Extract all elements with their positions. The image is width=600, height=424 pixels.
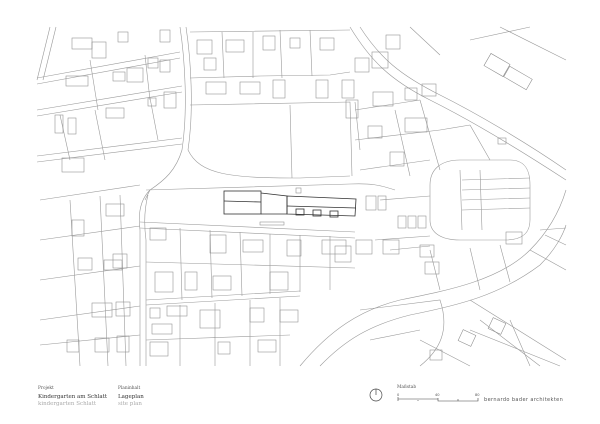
project-subtitle: kindergarten Schlatt bbox=[38, 401, 97, 408]
office-name: bernardo bader architekten bbox=[484, 397, 564, 403]
shed bbox=[295, 187, 302, 194]
plan-content-subtitle: site plan bbox=[118, 401, 142, 408]
parking-strip bbox=[259, 221, 285, 226]
proposed-kindergarten-building bbox=[223, 190, 357, 218]
parcel-lines bbox=[39, 29, 567, 367]
project-label: Projekt bbox=[38, 386, 54, 391]
scale-tick-40: 40 bbox=[435, 393, 440, 397]
plan-content-block: Planinhalt Lageplan site plan bbox=[118, 386, 144, 408]
scale-tick-80: 80 bbox=[475, 393, 480, 397]
scale-label: Maßstab bbox=[397, 385, 417, 390]
north-arrow-icon bbox=[369, 388, 383, 402]
roads bbox=[36, 26, 567, 367]
plan-content-label: Planinhalt bbox=[118, 386, 141, 391]
existing-buildings bbox=[54, 29, 533, 361]
scale-bar bbox=[397, 397, 479, 402]
project-block: Projekt Kindergarten am Schlatt kinderga… bbox=[38, 386, 107, 408]
scale-tick-0: 0 bbox=[397, 393, 400, 397]
plan-content-title: Lageplan bbox=[118, 394, 144, 401]
project-title: Kindergarten am Schlatt bbox=[38, 394, 108, 401]
